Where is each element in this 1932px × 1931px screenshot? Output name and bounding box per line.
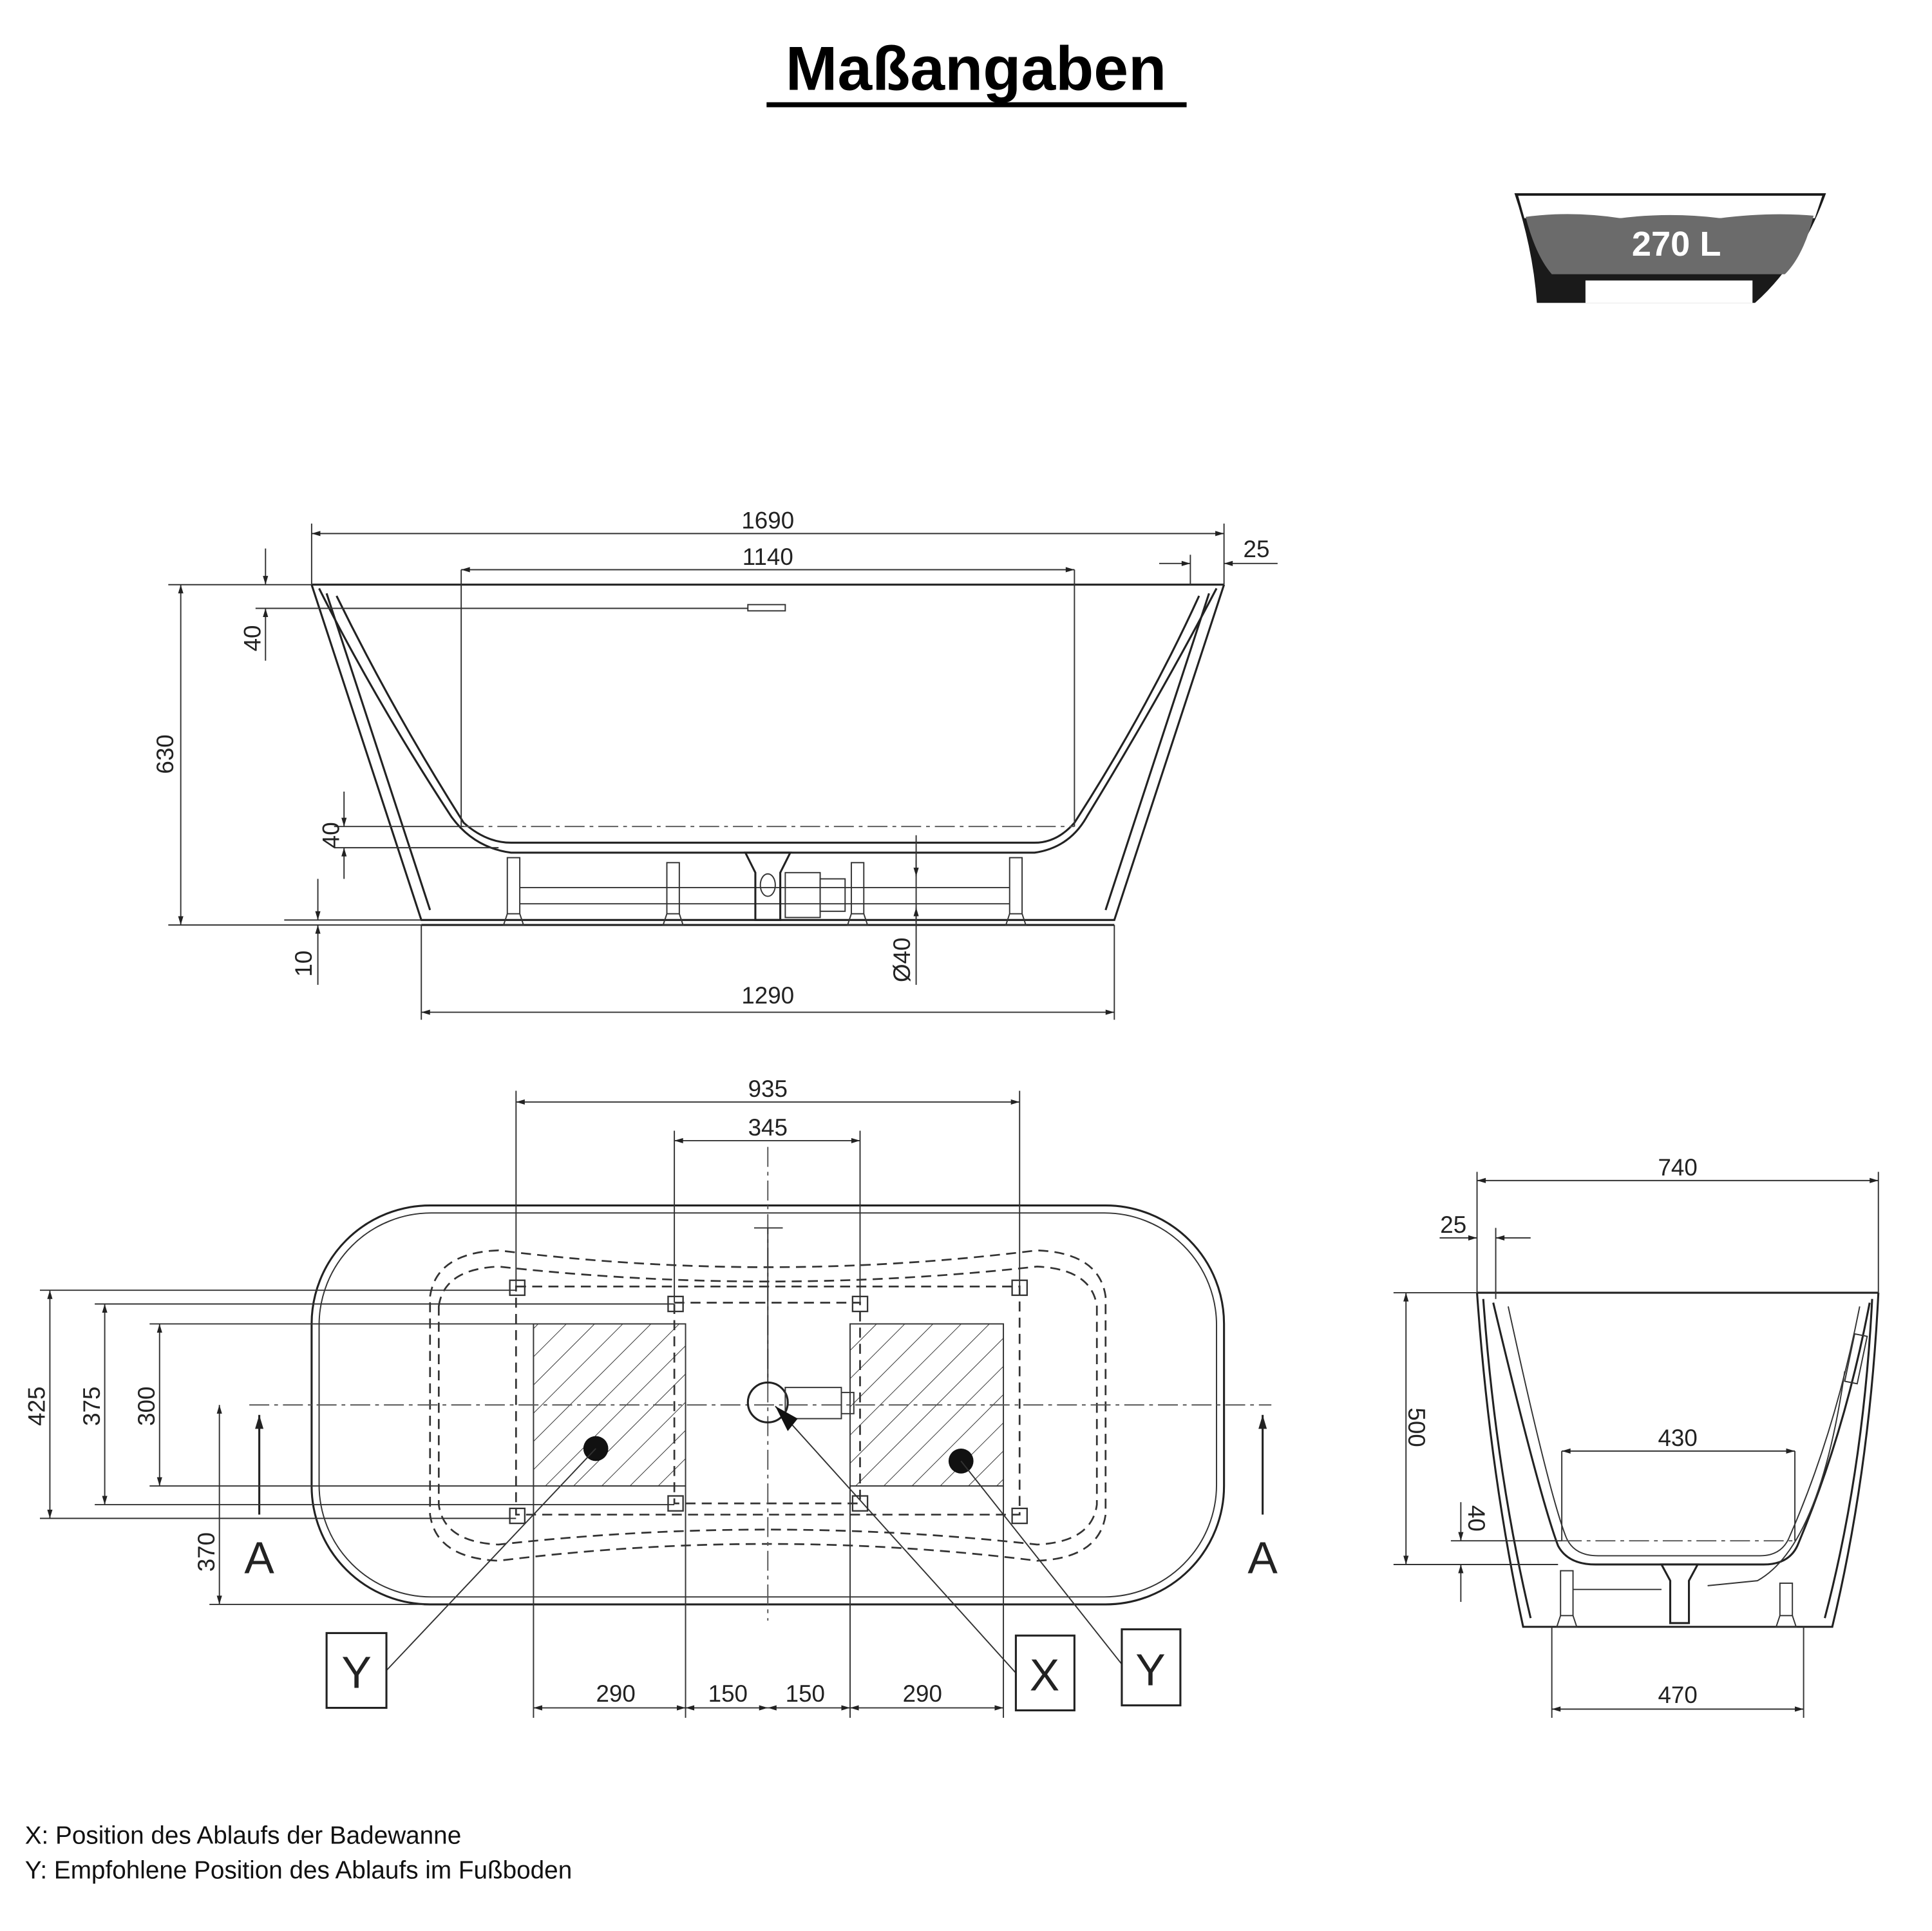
- dim-370: 370: [193, 1532, 220, 1572]
- plan-view: A A Y X Y 935 345 425 375 300 370 290 15…: [24, 1076, 1278, 1718]
- dim-935: 935: [748, 1076, 788, 1102]
- dim-290-left: 290: [596, 1680, 635, 1707]
- page-title: Maßangaben: [786, 33, 1166, 103]
- end-view-legs: [1556, 1563, 1797, 1628]
- dim-150-left: 150: [708, 1680, 748, 1707]
- dim-floor-430: 430: [1658, 1425, 1697, 1451]
- dim-height-500: 500: [1403, 1407, 1430, 1447]
- dim-300: 300: [133, 1387, 160, 1426]
- marker-x: X: [1030, 1650, 1059, 1700]
- dim-rim-25: 25: [1244, 536, 1270, 562]
- dim-inner-1140: 1140: [743, 544, 793, 570]
- dim-height-630: 630: [152, 734, 178, 774]
- legend-y: Y: Empfohlene Position des Ablaufs im Fu…: [25, 1857, 572, 1885]
- section-marker-right: A: [1247, 1533, 1278, 1583]
- dim-base-1290: 1290: [741, 982, 794, 1009]
- section-marker-left: A: [244, 1533, 274, 1583]
- dim-base-470: 470: [1658, 1682, 1697, 1708]
- dim-375: 375: [79, 1387, 105, 1426]
- volume-label: 270 L: [1632, 225, 1721, 263]
- dim-feet-10: 10: [290, 951, 317, 977]
- dim-length-1690: 1690: [741, 508, 794, 534]
- marker-y-right: Y: [1135, 1645, 1165, 1695]
- marker-y-left: Y: [341, 1648, 371, 1698]
- dim-drain-diameter: Ø40: [889, 938, 915, 982]
- overflow-drain-icon: [746, 1381, 855, 1423]
- dim-425: 425: [24, 1387, 50, 1426]
- dim-rim-25-end: 25: [1440, 1212, 1466, 1238]
- end-view: 740 25 500 430 40 470: [1393, 1154, 1880, 1718]
- dim-width-740: 740: [1658, 1154, 1697, 1181]
- volume-badge-icon: 270 L: [1514, 193, 1826, 303]
- drain-fitting: [743, 851, 846, 921]
- dim-floor-40-end: 40: [1463, 1505, 1490, 1532]
- dim-150-right: 150: [786, 1680, 825, 1707]
- support-legs: [502, 857, 1027, 926]
- dim-overflow-40: 40: [240, 625, 266, 651]
- side-view: 1690 1140 25 630 40 40 10 Ø40 1290: [152, 508, 1278, 1020]
- dim-floor-40: 40: [317, 822, 344, 848]
- legend-x: X: Position des Ablaufs der Badewanne: [25, 1822, 461, 1850]
- dim-290-right: 290: [903, 1680, 942, 1707]
- dim-345: 345: [748, 1114, 788, 1141]
